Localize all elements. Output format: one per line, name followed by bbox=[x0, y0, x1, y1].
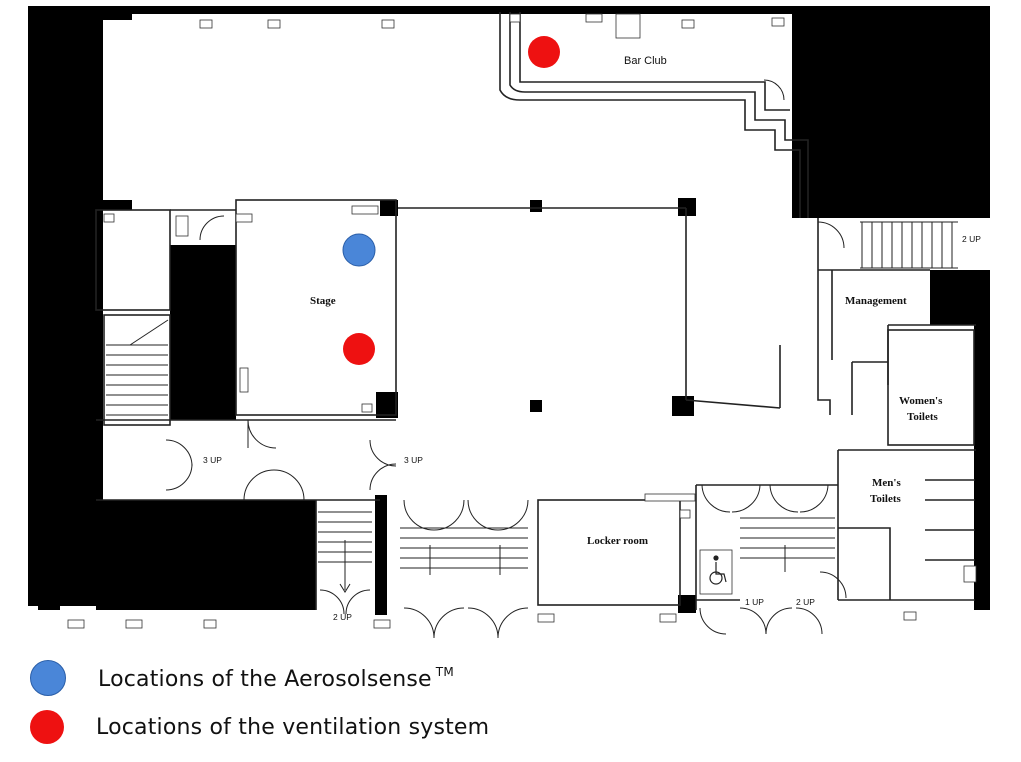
aerosolsense-legend-text: Locations of the Aerosolsense bbox=[98, 666, 432, 692]
stair-label-right-3up: 3 UP bbox=[404, 455, 423, 465]
stage-label: Stage bbox=[310, 295, 336, 307]
stair-label-top-2up: 2 UP bbox=[962, 234, 981, 244]
ventilation-marker-stage bbox=[343, 333, 375, 365]
mens-toilets-label-2: Toilets bbox=[870, 493, 901, 505]
walls bbox=[28, 6, 990, 615]
floor-plan: Bar Club Stage Management Women's Toilet… bbox=[28, 6, 990, 639]
management-label: Management bbox=[845, 295, 907, 307]
trademark-mark: TM bbox=[435, 664, 454, 679]
ventilation-marker-bar bbox=[528, 36, 560, 68]
womens-toilets-label-2: Toilets bbox=[907, 411, 938, 423]
interior-lines bbox=[95, 12, 976, 610]
ventilation-swatch bbox=[30, 710, 64, 744]
locker-room-label: Locker room bbox=[587, 535, 648, 547]
stair-label-bottom-2up-right: 2 UP bbox=[796, 597, 815, 607]
aerosolsense-swatch bbox=[30, 660, 66, 696]
stair-label-bottom-2up-left: 2 UP bbox=[333, 612, 352, 622]
stairs bbox=[106, 221, 958, 593]
mens-toilets-label-1: Men's bbox=[872, 477, 901, 489]
stair-label-1up: 1 UP bbox=[745, 597, 764, 607]
ventilation-legend-label: Locations of the ventilation system bbox=[96, 714, 490, 740]
legend-item-ventilation: Locations of the ventilation system bbox=[30, 710, 489, 744]
bar-club-label: Bar Club bbox=[624, 55, 667, 67]
doors bbox=[165, 79, 847, 639]
stair-label-left-3up: 3 UP bbox=[203, 455, 222, 465]
womens-toilets-label-1: Women's bbox=[899, 395, 943, 407]
wheelchair-icon bbox=[709, 555, 727, 585]
aerosolsense-marker bbox=[342, 233, 376, 267]
